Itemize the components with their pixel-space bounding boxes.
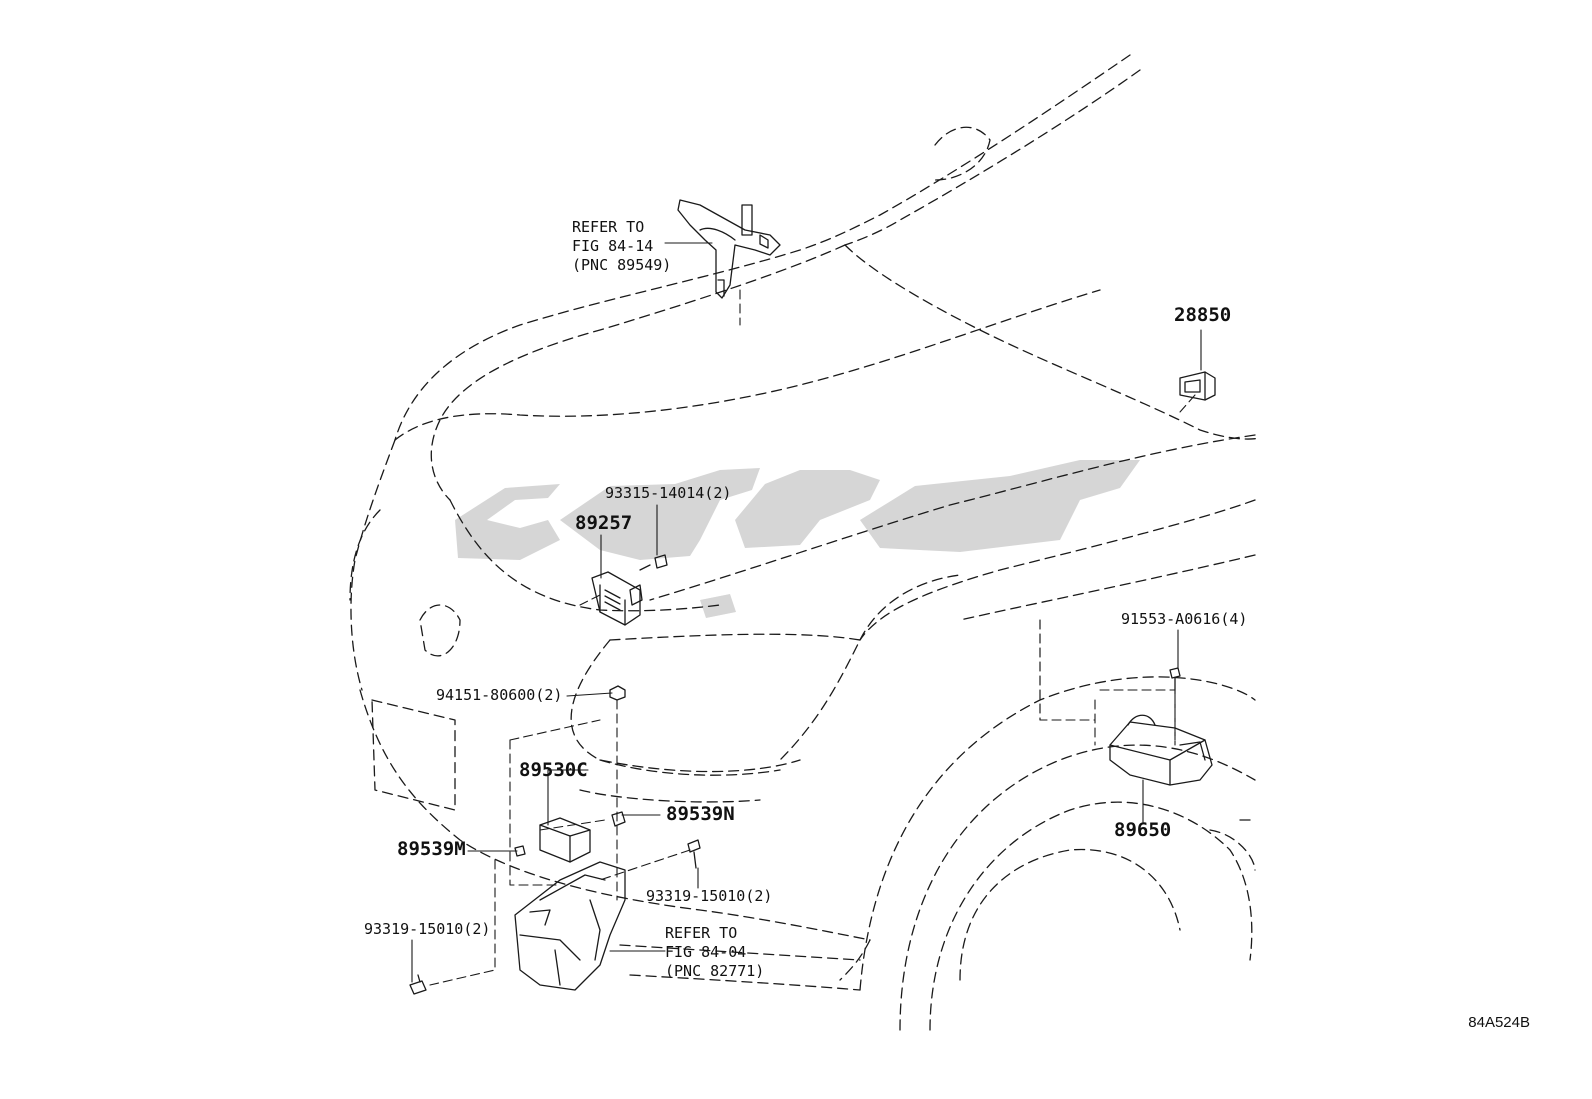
part-label-93319-left: 93319-15010(2) [364,920,491,938]
refer-note-line: (PNC 82771) [665,962,765,980]
lower-bracket-part [514,861,626,991]
part-label-94151: 94151-80600(2) [436,686,563,704]
bracket-part [677,199,781,299]
bolt-93319-left [409,974,427,995]
refer-note-line: REFER TO [665,924,738,942]
part-label-28850: 28850 [1174,304,1232,326]
refer-note-fig-84-14: REFER TO FIG 84-14 (PNC 89549) [572,218,671,275]
refer-note-line: (PNC 89549) [572,256,672,274]
part-label-89650: 89650 [1114,819,1172,841]
bolt-91553 [1169,667,1181,691]
part-94151 [609,685,626,701]
refer-note-fig-84-04: REFER TO FIG 84-04 (PNC 82771) [665,924,764,981]
part-label-91553: 91553-A0616(4) [1121,610,1248,628]
part-89530c [539,817,591,863]
watermark-logo [455,460,1140,618]
part-28850 [1179,371,1216,401]
part-label-93319-right: 93319-15010(2) [646,887,773,905]
part-label-93315: 93315-14014(2) [605,484,732,502]
bolt-93319-right [687,839,701,869]
part-label-89539n: 89539N [666,803,735,825]
refer-note-line: FIG 84-14 [572,237,654,255]
part-89650 [1109,714,1213,786]
refer-note-line: FIG 84-04 [665,943,747,961]
part-89539m [514,845,526,857]
part-89257 [591,554,668,626]
part-89539n [611,811,626,827]
diagram-code: 84A524B [1468,1014,1530,1031]
refer-note-line: REFER TO [572,218,645,236]
part-label-89257: 89257 [575,512,633,534]
part-label-89539m: 89539M [397,838,466,860]
part-label-89530c: 89530C [519,759,588,781]
